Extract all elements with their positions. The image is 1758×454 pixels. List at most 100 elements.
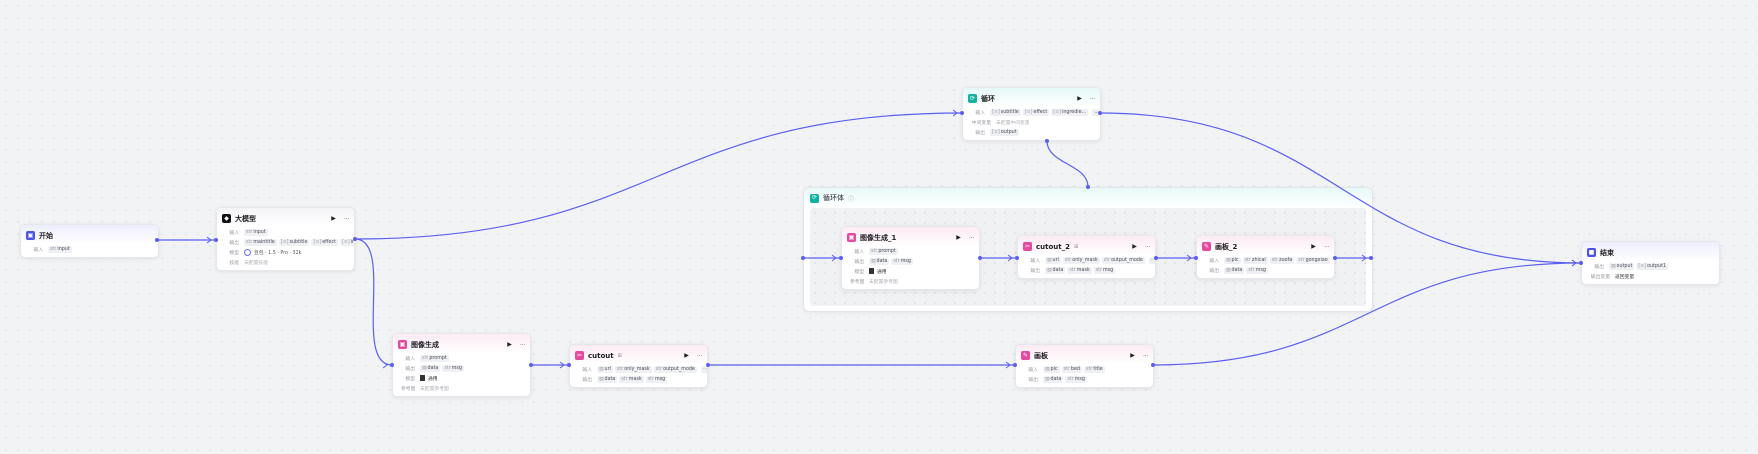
type-icon: ▨ bbox=[1047, 267, 1052, 273]
row-value: 未配置中间变量 bbox=[996, 120, 1030, 126]
variable-chip: stronly_mask bbox=[1062, 256, 1100, 264]
loop-body-title: 循环体 bbox=[823, 194, 844, 202]
type-icon: str bbox=[422, 355, 429, 361]
node-header[interactable]: ▣ 图像生成▶··· bbox=[393, 334, 530, 353]
node-row: 中间变量未配置中间变量 bbox=[963, 117, 1100, 127]
row-label: 输出 bbox=[582, 377, 592, 383]
node-header[interactable]: ✎ 画板_2▶··· bbox=[1197, 236, 1334, 255]
variable-chip: ▨data bbox=[1043, 375, 1064, 383]
run-node-button[interactable]: ▶ bbox=[1130, 352, 1135, 359]
node-header[interactable]: ✂ cutout_2⊞▶··· bbox=[1018, 236, 1155, 255]
more-options-button[interactable]: ··· bbox=[968, 233, 975, 242]
variable-name: output bbox=[1616, 263, 1633, 269]
node-title: 画板 bbox=[1034, 351, 1048, 360]
node-title: 图像生成_1 bbox=[860, 233, 897, 242]
variable-name: msg bbox=[654, 376, 666, 382]
more-options-button[interactable]: ··· bbox=[1144, 242, 1151, 251]
row-label: 输入 bbox=[1030, 258, 1040, 264]
row-label: 输出 bbox=[1030, 268, 1040, 274]
node-row: 输入[≡]subtitle[≡]effect[≡]ingredie...⌄ bbox=[963, 107, 1100, 117]
type-icon: [≡] bbox=[1638, 263, 1647, 269]
row-label: 输出 bbox=[1594, 264, 1604, 270]
run-node-button[interactable]: ▶ bbox=[331, 215, 336, 222]
more-options-button[interactable]: ··· bbox=[1142, 351, 1149, 360]
type-icon: [≡] bbox=[313, 239, 322, 245]
variable-chip: ▨data bbox=[1224, 266, 1245, 274]
expand-variables-button[interactable]: ··· bbox=[700, 365, 707, 373]
run-node-button[interactable]: ▶ bbox=[1077, 95, 1082, 102]
variable-name: effect bbox=[322, 239, 336, 245]
node-header[interactable]: ◆ 大模型▶··· bbox=[217, 208, 354, 227]
more-options-button[interactable]: ··· bbox=[696, 351, 703, 360]
type-icon: str bbox=[621, 376, 628, 382]
variable-chip: ▨url bbox=[597, 365, 613, 373]
run-node-button[interactable]: ▶ bbox=[684, 352, 689, 359]
node-title: 大模型 bbox=[235, 214, 256, 223]
type-icon: ▨ bbox=[1045, 376, 1050, 382]
info-icon[interactable]: ⓘ bbox=[848, 195, 855, 203]
row-label: 模型 bbox=[229, 250, 239, 256]
variable-name: output bbox=[1000, 129, 1017, 135]
type-icon: str bbox=[893, 258, 900, 264]
expand-variables-button[interactable]: ⌄ bbox=[1092, 108, 1100, 116]
variable-name: data bbox=[1231, 267, 1243, 273]
variable-name: msg bbox=[1074, 376, 1085, 382]
node-header[interactable]: ✎ 画板▶··· bbox=[1016, 345, 1153, 364]
run-node-button[interactable]: ▶ bbox=[1132, 243, 1137, 250]
node-header[interactable]: ▣ 开始 bbox=[21, 225, 158, 244]
row-label: 输入 bbox=[33, 247, 43, 253]
variable-chip: strmsg bbox=[1093, 266, 1116, 274]
more-options-button[interactable]: ··· bbox=[519, 340, 526, 349]
expand-variables-button[interactable]: ··· bbox=[1148, 256, 1155, 264]
more-options-button[interactable]: ··· bbox=[1323, 242, 1330, 251]
more-options-button[interactable]: ··· bbox=[1089, 94, 1096, 103]
node-row: 输出strmaintitle[≡]subtitle[≡]effect[≡]in.… bbox=[217, 237, 354, 247]
variable-chip: strmsg bbox=[645, 375, 668, 383]
node-header[interactable]: ▣ 图像生成_1▶··· bbox=[842, 227, 979, 246]
variable-name: gongxiao bbox=[1305, 257, 1328, 263]
node-row: 模型通用 bbox=[842, 266, 979, 276]
more-options-button[interactable]: ··· bbox=[343, 214, 350, 223]
node-loop[interactable]: ⟳ 循环▶···输入[≡]subtitle[≡]effect[≡]ingredi… bbox=[962, 87, 1101, 141]
variable-chip: strtitle bbox=[1083, 365, 1105, 373]
run-node-button[interactable]: ▶ bbox=[507, 341, 512, 348]
node-header[interactable]: ✂ cutout⊞▶··· bbox=[570, 345, 707, 364]
node-header[interactable]: ⟳ 循环▶··· bbox=[963, 88, 1100, 107]
run-node-button[interactable]: ▶ bbox=[956, 234, 961, 241]
cutout-icon: ✂ bbox=[1023, 242, 1032, 251]
model-thumbnail-icon bbox=[869, 268, 874, 274]
type-icon: str bbox=[1271, 257, 1279, 263]
node-row: 参考图未配置参考图 bbox=[393, 383, 530, 393]
variable-name: output_mode bbox=[663, 366, 695, 372]
variable-chip: [≡]ingredie... bbox=[1051, 108, 1089, 116]
variable-chip: ▨data bbox=[869, 257, 890, 265]
row-label: 输出 bbox=[1028, 377, 1038, 383]
variable-chip: [≡]output1 bbox=[1636, 262, 1669, 270]
run-node-button[interactable]: ▶ bbox=[1311, 243, 1316, 250]
type-icon: str bbox=[444, 365, 451, 371]
type-icon: ▨ bbox=[1226, 267, 1231, 273]
variable-chip: strprompt bbox=[869, 247, 898, 255]
variable-chip: [≡]output bbox=[990, 128, 1019, 136]
row-label: 输出变量 bbox=[1590, 274, 1610, 280]
edge-loop-body[interactable] bbox=[1046, 140, 1089, 188]
node-header[interactable]: ■ 结束 bbox=[1582, 242, 1719, 261]
variable-chip: ▨output bbox=[1609, 262, 1635, 270]
row-label: 模型 bbox=[405, 376, 415, 382]
edge-llm-image[interactable] bbox=[354, 238, 393, 366]
variable-name: url bbox=[604, 366, 611, 372]
